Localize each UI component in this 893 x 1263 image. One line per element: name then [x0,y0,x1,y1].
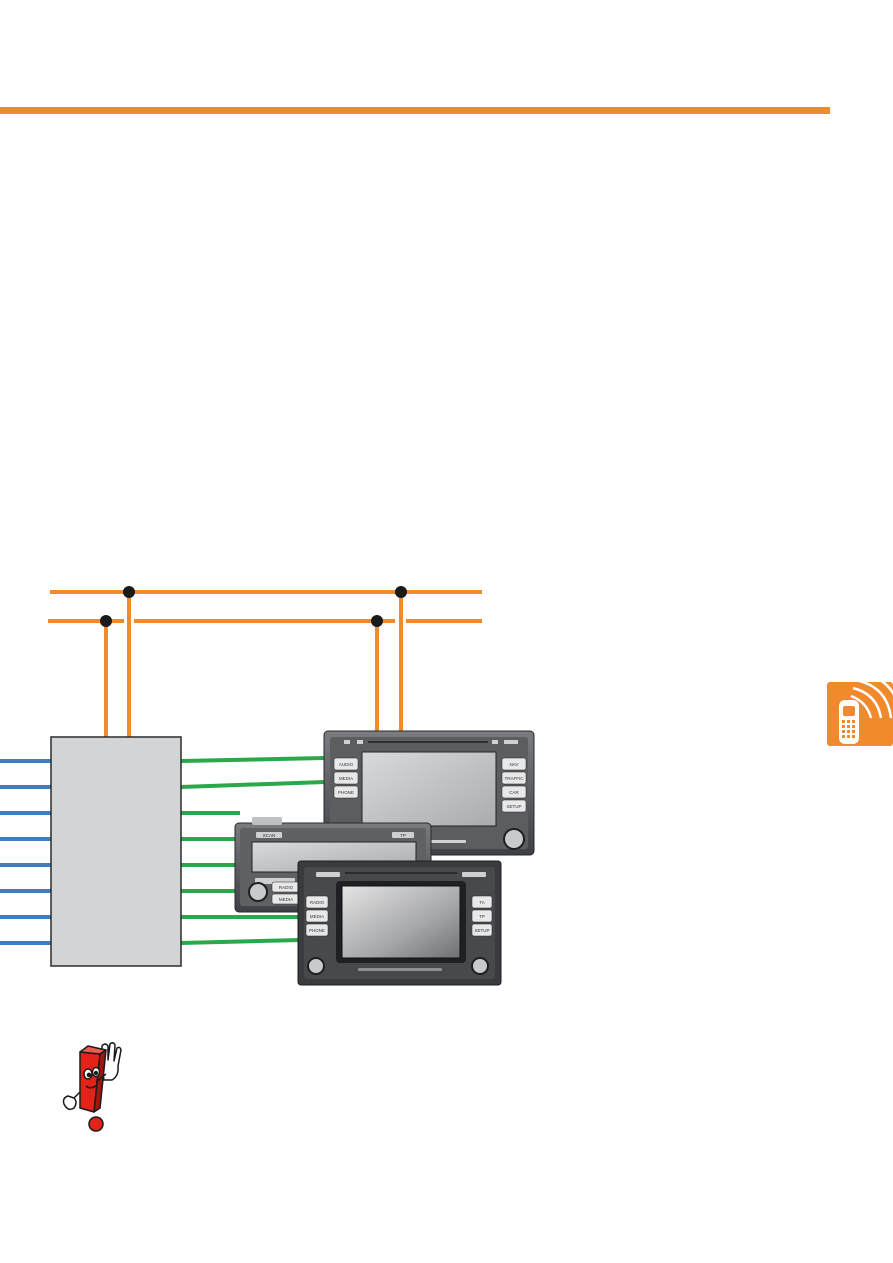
button-ta[interactable] [471,895,493,909]
input-lines [0,759,51,945]
navigation-unit: AUDIO MEDIA PHONE NAV TRAFFIC CAR SETUP [323,730,535,856]
button-media-label: MEDIA [339,776,353,781]
touchscreen-radio-unit: RADIO MEDIA PHONE TA TP SETUP [297,860,502,986]
cd-radio-knob[interactable] [248,882,268,902]
navigation-knob[interactable] [503,828,525,850]
button-tp-label: TP [400,833,406,838]
button-media[interactable] [333,771,359,785]
button-audio-label: AUDIO [339,762,354,767]
button-ta-label: TA [479,900,484,905]
touchscreen-volume-knob[interactable] [307,957,325,975]
button-tp-label: TP [479,914,485,919]
button-radio-label: RADIO [310,900,325,905]
header-rule [0,107,830,114]
button-tp[interactable] [471,909,493,923]
navigation-screen [361,751,497,827]
junction-dot [100,615,112,627]
button-traffic-label: TRAFFIC [505,776,525,781]
control-module [50,736,182,967]
button-phone[interactable] [305,923,329,937]
button-car[interactable] [501,785,527,799]
section-tab [827,682,893,746]
button-traffic[interactable] [501,771,527,785]
touchscreen-tune-knob[interactable] [471,957,489,975]
button-setup[interactable] [501,799,527,813]
button-setup[interactable] [471,923,493,937]
button-nav[interactable] [501,757,527,771]
button-scan-label: SCAN [263,833,276,838]
button-scan[interactable] [256,832,282,838]
top-button-right[interactable] [462,872,486,877]
touchscreen-display[interactable] [341,885,461,959]
button-setup-label: SETUP [506,804,521,809]
button-radio[interactable] [305,895,329,909]
button-phone-label: PHONE [309,928,325,933]
bus-lines [48,590,482,738]
wiring-diagram: AUDIO MEDIA PHONE NAV TRAFFIC CAR SETUP … [0,586,535,986]
mobile-phone-icon [827,682,893,746]
button-car-label: CAR [509,790,519,795]
button-media-label: MEDIA [310,914,324,919]
button-media[interactable] [305,909,329,923]
button-nav-label: NAV [510,762,519,767]
junction-dot [371,615,383,627]
output-lines [180,756,326,945]
bus-junctions [100,586,407,627]
button-phone-label: PHONE [338,790,354,795]
junction-dot [395,586,407,598]
button-phone[interactable] [333,785,359,799]
button-setup-label: SETUP [474,928,489,933]
junction-dot [123,586,135,598]
button-media-label: MEDIA [279,897,293,902]
top-button-left[interactable] [316,872,340,877]
exclamation-mascot-icon [62,1042,122,1132]
button-radio-label: RADIO [279,885,294,890]
button-audio[interactable] [333,757,359,771]
button-tp[interactable] [392,832,414,838]
